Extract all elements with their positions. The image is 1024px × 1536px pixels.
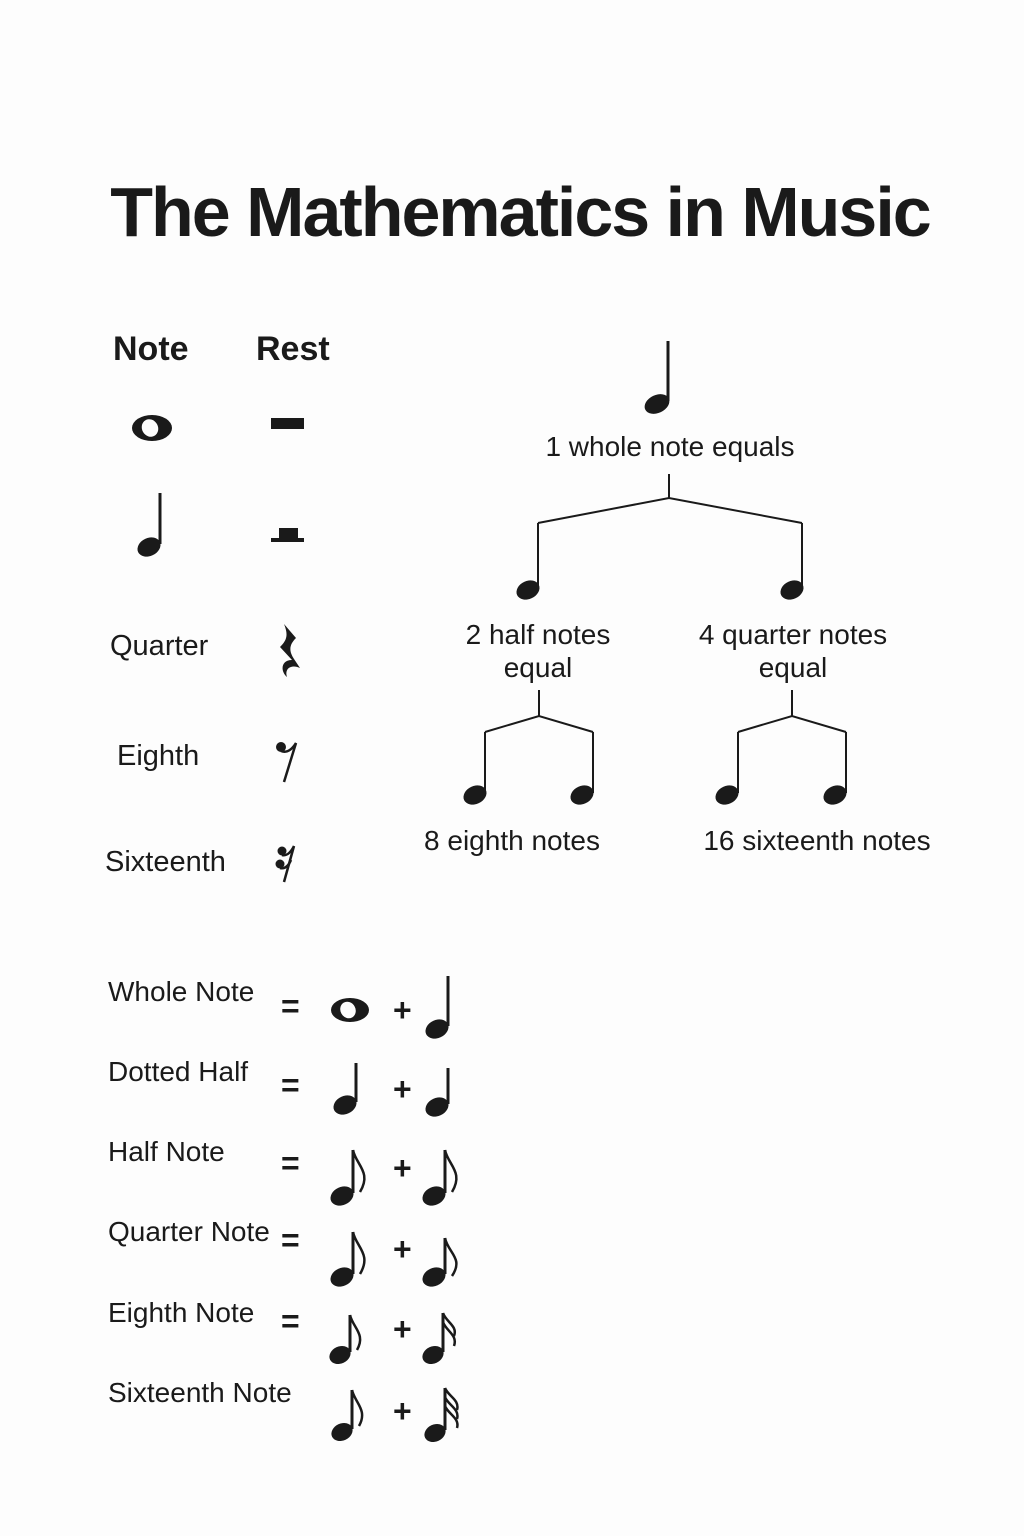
root-quarter-note-icon (644, 341, 670, 414)
sixteenth-note-icon (823, 785, 847, 805)
eighth-note-icon (330, 1149, 366, 1206)
equals-sign: = (281, 1303, 300, 1339)
plus-sign: + (393, 992, 412, 1028)
whole-note-icon (132, 415, 172, 441)
half-note-icon (425, 1068, 450, 1117)
quarter-note-icon (516, 580, 540, 600)
legend-label-quarter: Quarter (110, 630, 209, 662)
tree-root-label: 1 whole note equals (545, 431, 795, 462)
equation-label-quarter: Quarter Note (108, 1216, 270, 1247)
note-column-header: Note (113, 330, 189, 368)
sixteenth-note-icon (422, 1312, 457, 1364)
half-rest-icon (271, 528, 304, 542)
tree-sixteenth-notes-label: 16 sixteenth notes (703, 825, 931, 856)
plus-sign: + (393, 1311, 412, 1347)
tree-connector-root (537, 474, 803, 590)
eighth-note-icon (331, 1389, 364, 1441)
legend-label-sixteenth: Sixteenth (105, 846, 226, 878)
half-note-icon (333, 1063, 358, 1115)
sixteenth-note-icon (715, 785, 739, 805)
equation-label-half: Half Note (108, 1136, 225, 1167)
eighth-note-icon (422, 1149, 458, 1206)
whole-note-icon (331, 998, 369, 1022)
tree-connector-left (484, 690, 594, 793)
equals-sign: = (281, 1145, 300, 1181)
equals-sign: = (281, 1067, 300, 1103)
sixteenth-rest-icon (275, 845, 296, 883)
eighth-note-icon (463, 785, 487, 805)
eighth-note-icon (422, 1237, 458, 1287)
rest-column-header: Rest (256, 330, 330, 368)
thirty-second-note-icon (424, 1387, 459, 1442)
equation-label-eighth: Eighth Note (108, 1297, 255, 1328)
legend-label-eighth: Eighth (117, 740, 200, 772)
equation-label-whole: Whole Note (108, 976, 255, 1007)
plus-sign: + (393, 1231, 412, 1267)
eighth-note-icon (570, 785, 594, 805)
tree-half-notes-label: 2 half notes equal (465, 619, 611, 683)
tree-quarter-notes-label: 4 quarter notes equal (698, 619, 888, 683)
quarter-rest-icon (280, 624, 300, 677)
equation-label-sixteenth: Sixteenth Note (108, 1377, 292, 1408)
eighth-note-icon (329, 1314, 362, 1364)
equals-sign: = (281, 1222, 300, 1258)
plus-sign: + (393, 1071, 412, 1107)
page-title: The Mathematics in Music (110, 173, 931, 251)
equals-sign: = (281, 988, 300, 1024)
quarter-note-icon (780, 580, 804, 600)
half-note-icon (425, 976, 450, 1039)
plus-sign: + (393, 1393, 412, 1429)
equation-label-dotted-half: Dotted Half (108, 1056, 249, 1087)
eighth-rest-icon (276, 742, 298, 783)
eighth-note-icon (330, 1231, 366, 1287)
plus-sign: + (393, 1150, 412, 1186)
half-note-icon (137, 493, 162, 557)
tree-connector-right (737, 690, 847, 793)
tree-eighth-notes-label: 8 eighth notes (424, 825, 600, 856)
whole-rest-icon (271, 418, 304, 429)
